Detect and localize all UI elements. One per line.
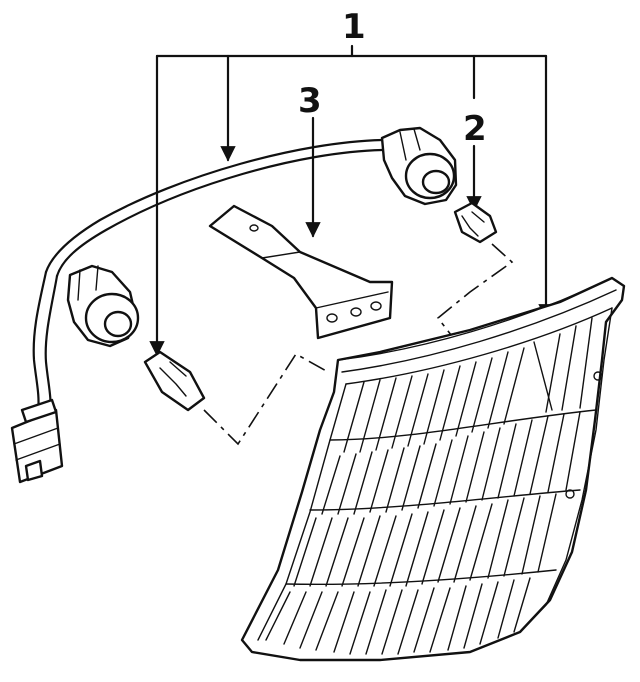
- corner-lamp-lens: [240, 276, 626, 662]
- harness-connector: [10, 398, 64, 484]
- bulb-lower-dashed-path: [203, 352, 329, 446]
- bulb-lower: [143, 350, 206, 412]
- wiring-harness: [10, 126, 458, 484]
- upper-bulb-socket: [380, 126, 458, 206]
- left-bulb-socket: [66, 264, 140, 348]
- callout-1-label: 1: [342, 7, 366, 47]
- mounting-bracket: [208, 204, 394, 340]
- callout-3-label: 3: [298, 81, 322, 121]
- bulb-upper-dashed-path: [436, 243, 514, 345]
- bulb-upper: [453, 201, 498, 244]
- callout-2-label: 2: [463, 109, 487, 149]
